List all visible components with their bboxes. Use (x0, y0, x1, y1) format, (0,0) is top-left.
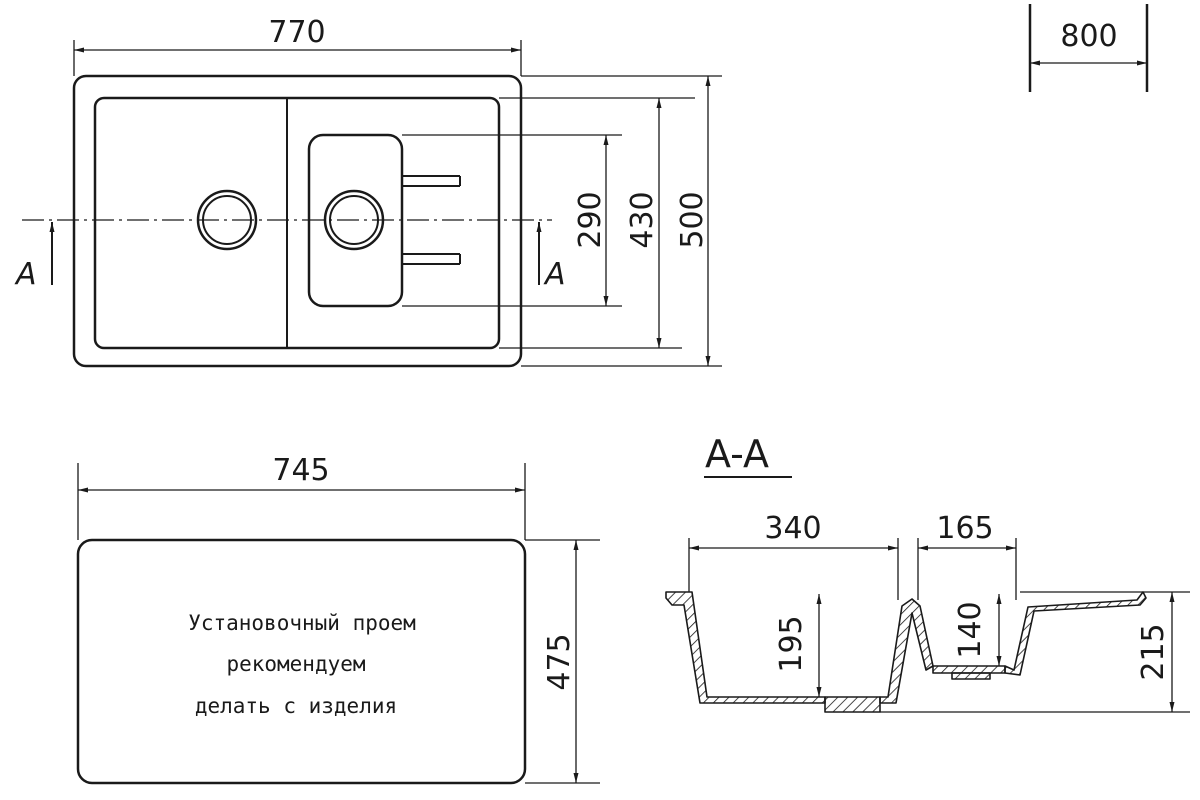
cabinet-size-indicator: 800 (1028, 4, 1149, 92)
dim-label: 140 (953, 601, 988, 658)
note-line: рекомендуем (226, 652, 365, 676)
dim-large-bowl-depth: 195 (774, 594, 822, 697)
dim-overall-depth: 500 (675, 76, 711, 366)
cutout-view: 745 475 Установочный проем рекомендуем д… (76, 453, 600, 785)
note-line: делать с изделия (195, 694, 397, 718)
note-line: Установочный проем (188, 611, 416, 635)
dim-label: 770 (268, 15, 325, 50)
drainboard-grooves (402, 175, 461, 265)
dim-label: 745 (272, 453, 329, 488)
dim-large-bowl-width: 340 (688, 511, 899, 600)
section-view: A-A 340 165 (665, 432, 1190, 713)
section-title: A-A (705, 432, 769, 476)
top-view: A A 770 290 430 (14, 15, 722, 368)
dim-inner-depth: 430 (625, 98, 662, 348)
cutout-note: Установочный проем рекомендуем делать с … (188, 611, 416, 718)
dim-small-bowl-depth: 140 (953, 594, 1002, 666)
dim-small-bowl-depth: 290 (573, 135, 609, 306)
sink-outline (72, 74, 523, 368)
dim-overall-width: 770 (73, 15, 522, 76)
section-marker-label: A (543, 257, 566, 292)
sink-inner-rim (93, 96, 501, 350)
dim-label: 195 (774, 615, 809, 672)
section-marker-right: A (536, 222, 566, 292)
dim-label: 165 (936, 511, 993, 546)
extension-lines (402, 75, 722, 367)
section-marker-left: A (14, 222, 55, 292)
dim-total-height: 215 (880, 591, 1190, 713)
dim-cutout-depth: 475 (525, 539, 600, 784)
dim-label: 340 (764, 511, 821, 546)
dim-label: 500 (675, 191, 710, 248)
cutout-outline (76, 538, 527, 785)
dim-label: 215 (1136, 623, 1171, 680)
dim-cutout-width: 745 (77, 453, 526, 540)
dim-label: 290 (573, 191, 608, 248)
dim-small-bowl-width: 165 (917, 511, 1017, 600)
sink-section-profile (665, 591, 1147, 713)
section-marker-label: A (14, 257, 37, 292)
dim-label: 430 (625, 191, 660, 248)
dim-label: 475 (542, 633, 577, 690)
cabinet-size-label: 800 (1060, 19, 1117, 54)
